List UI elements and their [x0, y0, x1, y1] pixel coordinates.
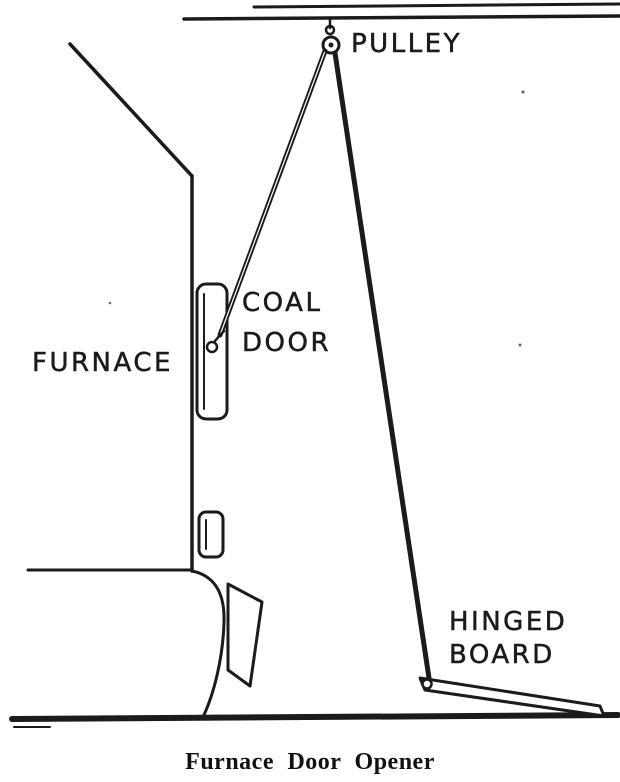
hinged-board-drawing [418, 676, 606, 718]
rope-drawing [217, 48, 432, 681]
coal-door-label-line2: DOOR [242, 328, 332, 358]
latch-drawing [197, 510, 225, 559]
furnace-label: FURNACE [32, 348, 173, 378]
ash-door-drawing [226, 582, 264, 688]
furnace-outline [26, 42, 226, 719]
ceiling-lines [182, 2, 620, 21]
hinged-board-label-line1: HINGED [449, 607, 568, 637]
pulley-drawing [321, 16, 341, 55]
floor-line [9, 712, 620, 728]
scan-specks [108, 90, 525, 347]
coal-door-label-line1: COAL [242, 288, 323, 318]
hook-drawing [205, 329, 226, 354]
pulley-label: PULLEY [351, 29, 462, 59]
figure-caption: Furnace Door Opener [185, 749, 435, 775]
hinged-board-label-line2: BOARD [449, 640, 555, 670]
